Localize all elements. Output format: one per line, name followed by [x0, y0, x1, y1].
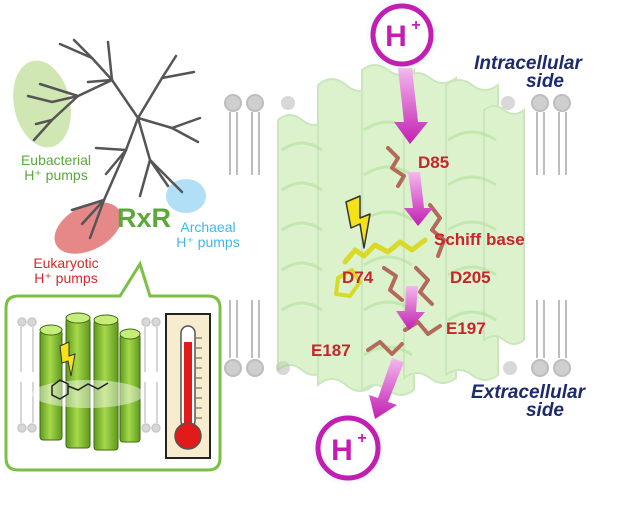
intracellular-side-label: side: [526, 71, 564, 92]
lipid-row-left-top: [224, 94, 264, 175]
tree-center-label: RxR: [117, 203, 171, 233]
archaeal-clade-highlight: [166, 179, 206, 213]
eukaryotic-pumps-label: H⁺ pumps: [34, 270, 97, 286]
lightning-icon: [345, 195, 371, 249]
proton-charge-bottom: +: [357, 430, 366, 447]
callout-lightning-icon: [59, 341, 76, 377]
eubacterial-label: Eubacterial: [21, 152, 91, 168]
proton-symbol-bottom: H: [331, 434, 353, 467]
lipid-row-right-top: [531, 94, 571, 175]
archaeal-pumps-label: H⁺ pumps: [176, 234, 239, 250]
callout-retinal: [51, 379, 109, 400]
residue-sticks: [366, 146, 446, 356]
callout-box: [4, 260, 222, 472]
intracellular-label: Intracellular: [474, 53, 583, 74]
residue-label-d205: D205: [450, 268, 491, 287]
eubacterial-clade-highlight: [13, 60, 71, 148]
extracellular-side-label: side: [526, 400, 564, 421]
proton-icon-top: H +: [365, 0, 439, 72]
proton-icon-bottom: H +: [310, 410, 386, 486]
residue-label-e197: E197: [446, 319, 486, 338]
helix-stripes: [281, 120, 497, 357]
membrane-lipids: [224, 94, 571, 377]
lipid-row-right-bottom: [531, 300, 571, 377]
residue-label-d74: D74: [342, 268, 374, 287]
proton-charge-top: +: [411, 17, 420, 34]
residue-label-schiff-base: Schiff base: [434, 230, 525, 249]
callout-lipids: [17, 317, 161, 433]
thermometer-icon: [165, 313, 211, 459]
tree-branches: [26, 38, 202, 240]
proton-pathway: [369, 68, 433, 419]
residue-label-e187: E187: [311, 341, 351, 360]
eukaryotic-clade-highlight: [54, 202, 122, 254]
eukaryotic-label: Eukaryotic: [33, 255, 98, 271]
proton-symbol-top: H: [385, 20, 407, 53]
archaeal-label: Archaeal: [180, 219, 235, 235]
phylogenetic-tree: RxR Eubacterial H⁺ pumps Eukaryotic H⁺ p…: [13, 38, 240, 286]
extracellular-label: Extracellular: [471, 382, 587, 403]
helix-cylinders: [39, 312, 141, 451]
residue-label-d85: D85: [418, 153, 449, 172]
eubacterial-pumps-label: H⁺ pumps: [24, 167, 87, 183]
lipid-row-left-bottom: [224, 300, 264, 377]
retinal-chromophore: [334, 237, 428, 298]
